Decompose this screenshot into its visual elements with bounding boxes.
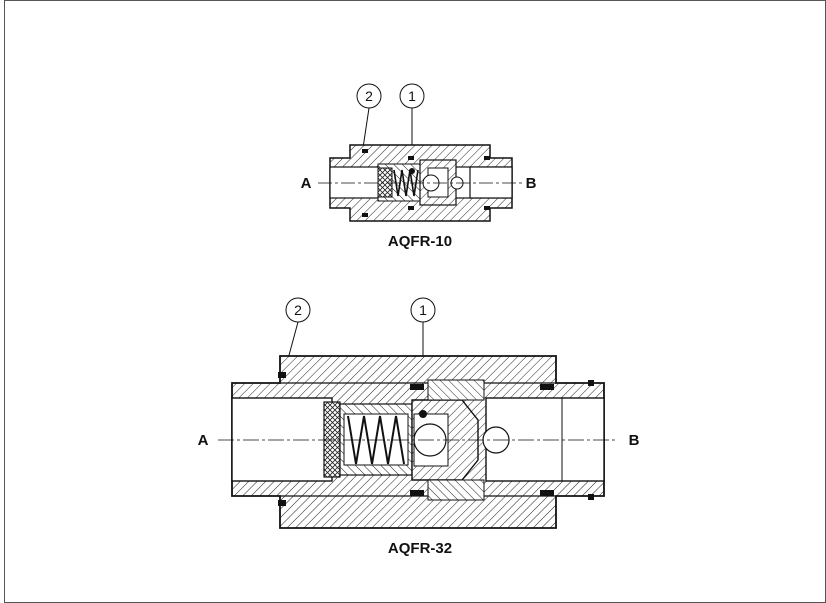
bottom-callout-2-label: 2: [294, 302, 302, 318]
bottom-valve: [218, 297, 616, 529]
top-callout-2-circle: [356, 83, 382, 109]
top-valve-title: AQFR-10: [388, 233, 452, 250]
bottom-callout-2-circle: [285, 297, 311, 323]
top-valve: [318, 83, 522, 222]
bottom-port-b-label: B: [629, 432, 640, 449]
top-port-a-label: A: [301, 175, 312, 192]
bottom-port-a-label: A: [198, 432, 209, 449]
top-callout-1-label: 1: [408, 88, 416, 104]
bottom-callout-1-circle: [410, 297, 436, 323]
top-callout-1-circle: [399, 83, 425, 109]
bottom-valve-title: AQFR-32: [388, 540, 452, 557]
top-port-b-label: B: [526, 175, 537, 192]
bottom-callout-1-label: 1: [419, 302, 427, 318]
top-callout-2-label: 2: [365, 88, 373, 104]
